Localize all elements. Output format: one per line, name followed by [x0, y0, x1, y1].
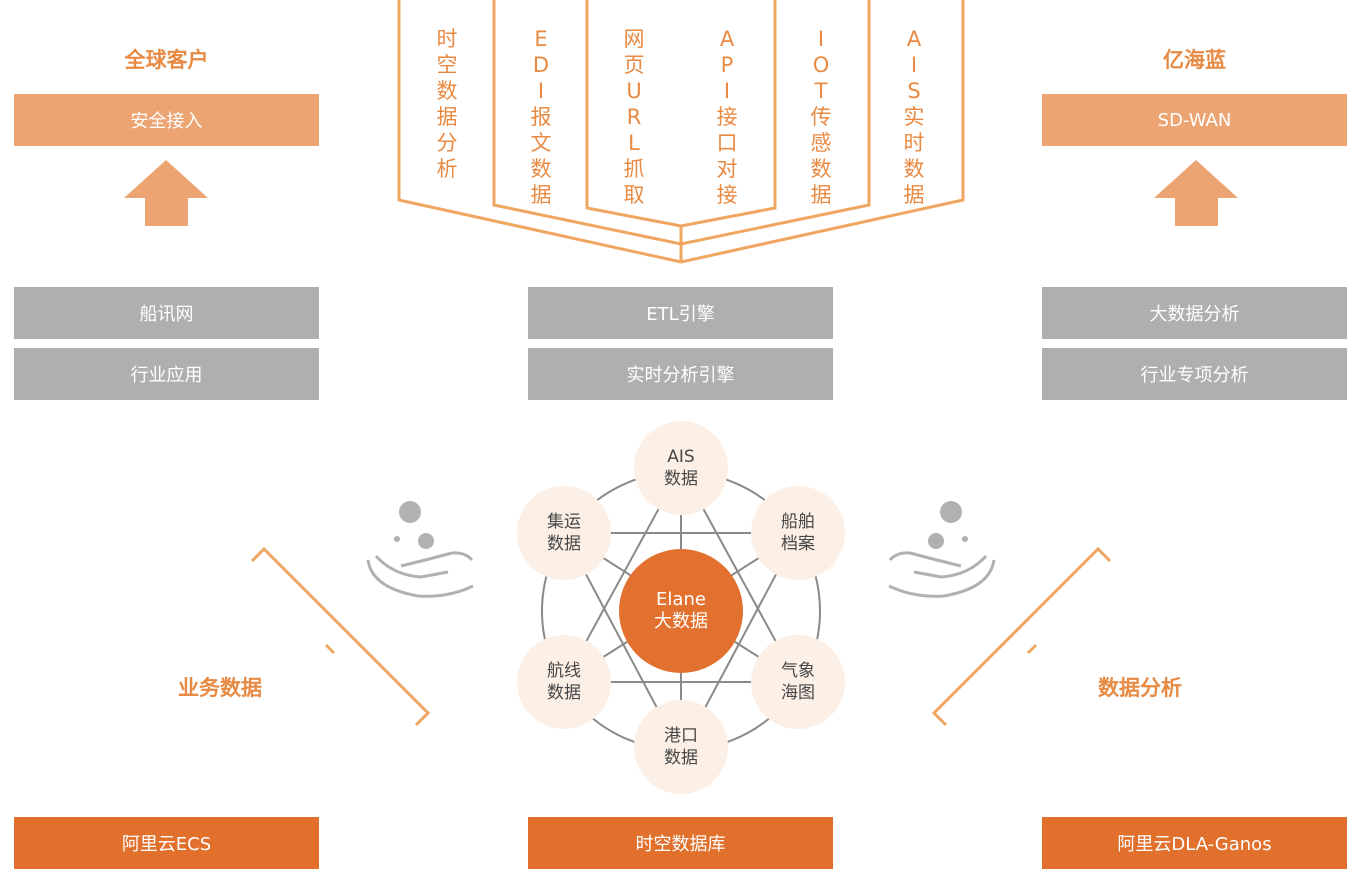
- shipxy-box: 船讯网: [14, 287, 319, 339]
- up-arrow-icon: [1154, 160, 1238, 226]
- source-spatiotemporal: 时 空 数 据 分 析: [436, 27, 458, 181]
- sd-wan-box: SD-WAN: [1042, 94, 1347, 146]
- hand-with-coins-icon: [366, 501, 474, 598]
- etl-engine-box: ETL引擎: [528, 287, 833, 339]
- node-port-data: 港口 数据: [634, 700, 728, 794]
- node-weather-chart: 气象 海图: [751, 635, 845, 729]
- secure-access-box: 安全接入: [14, 94, 319, 146]
- node-ais-data: AIS 数据: [634, 421, 728, 515]
- industry-app-box: 行业应用: [14, 348, 319, 400]
- realtime-engine-box: 实时分析引擎: [528, 348, 833, 400]
- source-iot: I O T 传 感 数 据: [810, 27, 832, 207]
- elane-bigdata-hub: Elane 大数据: [619, 549, 743, 673]
- node-container-data: 集运 数据: [517, 486, 611, 580]
- data-analysis-label: 数据分析: [1098, 676, 1182, 700]
- left-heading: 全球客户: [124, 48, 209, 72]
- spatiotemporal-db-box: 时空数据库: [528, 817, 833, 869]
- aliyun-dla-ganos-box: 阿里云DLA-Ganos: [1042, 817, 1347, 869]
- source-api: A P I 接 口 对 接: [716, 27, 738, 207]
- source-web-url: 网 页 U R L 抓 取: [623, 27, 645, 207]
- right-heading: 亿海蓝: [1163, 48, 1226, 72]
- hand-with-coins-icon: [888, 501, 996, 598]
- source-ais: A I S 实 时 数 据: [903, 27, 925, 207]
- up-arrow-icon: [124, 160, 208, 226]
- source-bracket-lines: [397, 0, 965, 264]
- industry-analysis-box: 行业专项分析: [1042, 348, 1347, 400]
- business-data-label: 业务数据: [178, 676, 262, 700]
- node-route-data: 航线 数据: [517, 635, 611, 729]
- side-slash-lines: [250, 546, 1112, 727]
- source-edi: E D I 报 文 数 据: [530, 27, 552, 207]
- aliyun-ecs-box: 阿里云ECS: [14, 817, 319, 869]
- bigdata-analysis-box: 大数据分析: [1042, 287, 1347, 339]
- node-ship-archive: 船舶 档案: [751, 486, 845, 580]
